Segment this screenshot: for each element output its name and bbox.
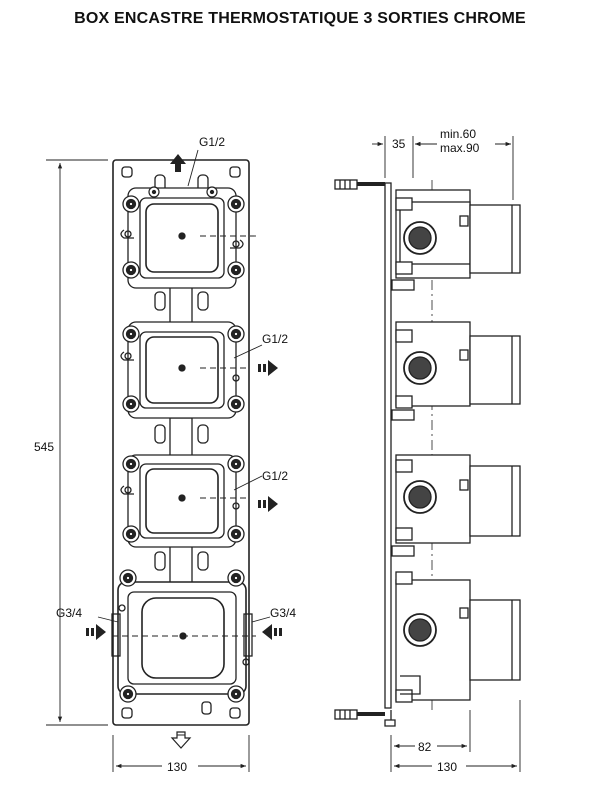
label-outlet-low: G1/2 [262,469,288,483]
side-view [334,179,521,727]
side-module-3 [391,454,521,557]
front-module-1 [120,186,260,289]
front-view [111,159,260,726]
side-module-1 [391,189,521,291]
dim-depth-b: 82 [418,740,432,754]
side-mounting-plate [384,182,392,709]
label-outlet-mid: G1/2 [262,332,288,346]
side-module-2 [391,321,521,421]
outlet-bottom-arrow [170,731,192,749]
dim-side-width: 130 [437,760,457,774]
dim-front-width: 130 [167,760,187,774]
label-inlet-right: G3/4 [270,606,296,620]
front-module-4 [111,569,256,703]
label-outlet-top: G1/2 [199,135,225,149]
dim-max: max.90 [440,141,480,155]
rod-bottom [334,709,385,720]
inlet-right-arrow [262,624,282,640]
drawing-title: BOX ENCASTRE THERMOSTATIQUE 3 SORTIES CH… [74,10,526,27]
outlet-mid-arrow [258,360,278,376]
front-module-3 [120,454,250,548]
outlet-top-arrow [170,154,186,172]
flow-arrows [86,154,282,749]
dim-min: min.60 [440,127,476,141]
label-inlet-left: G3/4 [56,606,82,620]
front-module-2 [120,321,250,419]
outlet-low-arrow [258,496,278,512]
inlet-left-arrow [86,624,106,640]
dim-depth-a: 35 [392,137,406,151]
side-module-4 [395,571,521,703]
rod-top [334,179,385,190]
dim-height: 545 [34,440,54,454]
